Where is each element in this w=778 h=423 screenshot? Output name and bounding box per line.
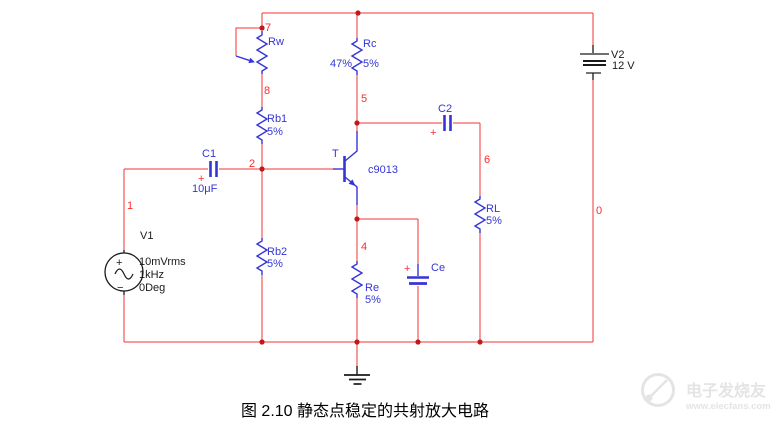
v1-frequency: 1kHz <box>139 269 164 281</box>
node-label-4: 4 <box>361 241 367 253</box>
transistor-q1: T c9013 <box>332 131 398 205</box>
rc-tolerance: 5% <box>363 58 379 70</box>
v2-battery: V2 12 V <box>580 45 635 80</box>
junction-dot <box>259 166 265 172</box>
c2-polarity-mark: + <box>430 127 436 139</box>
transistor-emitter-arrow-icon <box>348 179 356 186</box>
rb1-label: Rb1 <box>267 113 287 125</box>
v1-label: V1 <box>140 230 153 242</box>
rb1-resistor: Rb1 5% <box>255 107 287 144</box>
v2-voltage: 12 V <box>612 60 635 72</box>
re-zigzag <box>350 261 364 298</box>
c1-capacitor: C1 + 10μF <box>192 148 218 195</box>
rw-label: Rw <box>268 36 284 48</box>
v1-circle <box>104 252 144 292</box>
rw-wiper-loop-wire <box>235 27 262 56</box>
node-label-6: 6 <box>484 154 490 166</box>
rl-label: RL <box>486 203 500 215</box>
transistor-collector-lead <box>344 131 358 162</box>
junction-dot <box>354 120 360 126</box>
re-tolerance: 5% <box>365 294 381 306</box>
ground-symbol <box>344 366 370 385</box>
v1-amplitude: 10mVrms <box>139 256 186 268</box>
rw-potentiometer: Rw <box>235 31 284 74</box>
rc-resistor: Rc 5% 47% <box>330 38 379 75</box>
rb2-resistor: Rb2 5% <box>255 238 287 275</box>
v2-label: V2 <box>611 49 624 61</box>
node-label-1: 1 <box>127 200 133 212</box>
v1-source: + − V1 10mVrms 1kHz 0Deg <box>104 230 186 295</box>
rc-label: Rc <box>363 38 377 50</box>
rb2-zigzag <box>255 238 269 275</box>
v1-minus-mark: − <box>117 282 123 294</box>
junction-dot <box>354 216 360 222</box>
re-resistor: Re 5% <box>350 261 381 306</box>
ce-capacitor: + Ce <box>404 262 445 285</box>
rb2-label: Rb2 <box>267 246 287 258</box>
v1-sine-icon <box>114 268 134 280</box>
rc-wiper-setting: 47% <box>330 58 352 70</box>
watermark-brand: 电子发烧友 <box>686 381 767 400</box>
transistor-emitter-lead <box>344 176 358 205</box>
rw-zigzag <box>255 31 269 74</box>
ce-label: Ce <box>431 262 445 274</box>
junction-dot <box>477 339 483 345</box>
site-logo-icon <box>641 373 675 407</box>
site-watermark: 电子发烧友 www.elecfans.com <box>641 373 771 412</box>
c2-label: C2 <box>438 103 452 115</box>
junction-dot <box>259 25 265 31</box>
rc-zigzag <box>350 38 364 75</box>
wires <box>123 12 594 366</box>
rl-resistor: RL 5% <box>473 196 502 233</box>
transistor-designator: T <box>332 148 339 160</box>
re-label: Re <box>365 282 379 294</box>
rl-tolerance: 5% <box>486 215 502 227</box>
c2-rl-wire <box>453 122 481 196</box>
rb1-tolerance: 5% <box>267 126 283 138</box>
c1-label: C1 <box>202 148 216 160</box>
junction-dots <box>259 10 483 345</box>
rw-wiper-line <box>235 55 250 62</box>
node-label-5: 5 <box>361 93 367 105</box>
node-labels: 7 8 2 1 5 4 6 0 <box>127 22 602 253</box>
site-logo-needle <box>649 379 668 398</box>
node-label-0: 0 <box>596 205 602 217</box>
junction-dot <box>355 10 361 16</box>
ce-top-wire <box>357 218 419 264</box>
v1-plus-mark: + <box>116 257 122 269</box>
figure-caption: 图 2.10 静态点稳定的共射放大电路 <box>241 402 489 420</box>
junction-dot <box>259 339 265 345</box>
node-label-7: 7 <box>265 22 271 34</box>
site-logo-dot <box>645 394 653 402</box>
v1-phase: 0Deg <box>139 282 165 294</box>
rw-wiper-arrow-icon <box>248 57 255 64</box>
junction-dot <box>354 339 360 345</box>
node-label-2: 2 <box>249 158 255 170</box>
ce-polarity-mark: + <box>404 263 410 275</box>
rl-zigzag <box>473 196 487 233</box>
c2-capacitor: C2 + <box>430 103 452 139</box>
node-label-8: 8 <box>264 85 270 97</box>
c1-polarity-mark: + <box>198 173 204 185</box>
c1-value: 10μF <box>192 183 218 195</box>
watermark-url: www.elecfans.com <box>685 401 771 412</box>
transistor-model: c9013 <box>368 164 398 176</box>
rb2-tolerance: 5% <box>267 258 283 270</box>
junction-dot <box>415 339 421 345</box>
rb1-zigzag <box>255 107 269 144</box>
